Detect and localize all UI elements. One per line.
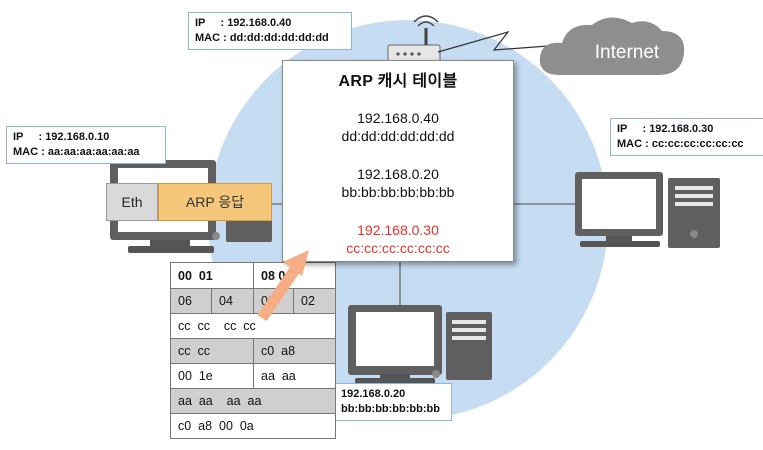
arp-packet-fields: 00 01 08 00 06 04 00 02 cc cc cc cc cc c… [170,262,336,439]
arp-entry-mac: cc:cc:cc:cc:cc:cc [346,240,450,256]
host-c-ip: IP : 192.168.0.30 [617,123,714,135]
packet-row: aa aa aa aa [171,388,335,413]
host-b-mac: bb:bb:bb:bb:bb:bb [341,403,440,415]
packet-cell: c0 a8 [253,339,335,363]
packet-cell: aa aa [253,364,335,388]
arp-entry: 192.168.0.40 dd:dd:dd:dd:dd:dd [283,109,513,145]
router-mac: MAC : dd:dd:dd:dd:dd:dd [195,32,329,44]
packet-cell: c0 a8 00 0a [171,414,335,438]
arp-entry-new: 192.168.0.30 cc:cc:cc:cc:cc:cc [283,221,513,257]
host-a-mac: MAC : aa:aa:aa:aa:aa:aa [13,146,140,158]
computer-b-icon [348,305,492,384]
host-b-ip: 192.168.0.20 [341,388,406,400]
router-ip: IP : 192.168.0.40 [195,17,292,29]
packet-cell: cc cc cc cc [171,314,335,338]
arp-cache-title: ARP 캐시 테이블 [338,73,458,90]
packet-cell: 04 [211,289,253,313]
eth-header-label: Eth [106,183,158,221]
arp-entry: 192.168.0.20 bb:bb:bb:bb:bb:bb [283,165,513,201]
arp-entry-mac: dd:dd:dd:dd:dd:dd [341,128,455,144]
arp-entry-ip: 192.168.0.40 [357,110,439,126]
arp-entry-ip: 192.168.0.30 [357,222,439,238]
packet-cell: 00 [253,289,293,313]
router-icon [387,15,441,64]
packet-row: 06 04 00 02 [171,288,335,313]
host-a-ip: IP : 192.168.0.10 [13,131,110,143]
packet-row: cc cc cc cc [171,313,335,338]
packet-cell: 02 [293,289,335,313]
packet-cell: 00 01 [171,263,253,288]
arp-cache-table: ARP 캐시 테이블 192.168.0.40 dd:dd:dd:dd:dd:d… [282,60,514,262]
packet-cell: 00 1e [171,364,253,388]
cloud-label: Internet [594,42,660,63]
packet-row: c0 a8 00 0a [171,413,335,438]
host-c-mac: MAC : cc:cc:cc:cc:cc:cc [617,138,744,150]
packet-cell: cc cc [171,339,253,363]
packet-row: cc cc c0 a8 [171,338,335,363]
computer-c-icon [575,172,720,248]
wan-link-icon [437,30,549,53]
packet-row: 00 01 08 00 [171,263,335,288]
packet-cell: aa aa aa aa [171,389,335,413]
packet-cell: 08 00 [253,263,335,288]
arp-response-label: ARP 응답 [158,183,272,221]
cloud-icon [539,17,685,75]
packet-row: 00 1e aa aa [171,363,335,388]
arp-entry-mac: bb:bb:bb:bb:bb:bb [341,184,455,200]
host-b-info-box: 192.168.0.20 bb:bb:bb:bb:bb:bb [334,383,452,421]
arp-entry-ip: 192.168.0.20 [357,166,439,182]
packet-cell: 06 [171,289,211,313]
